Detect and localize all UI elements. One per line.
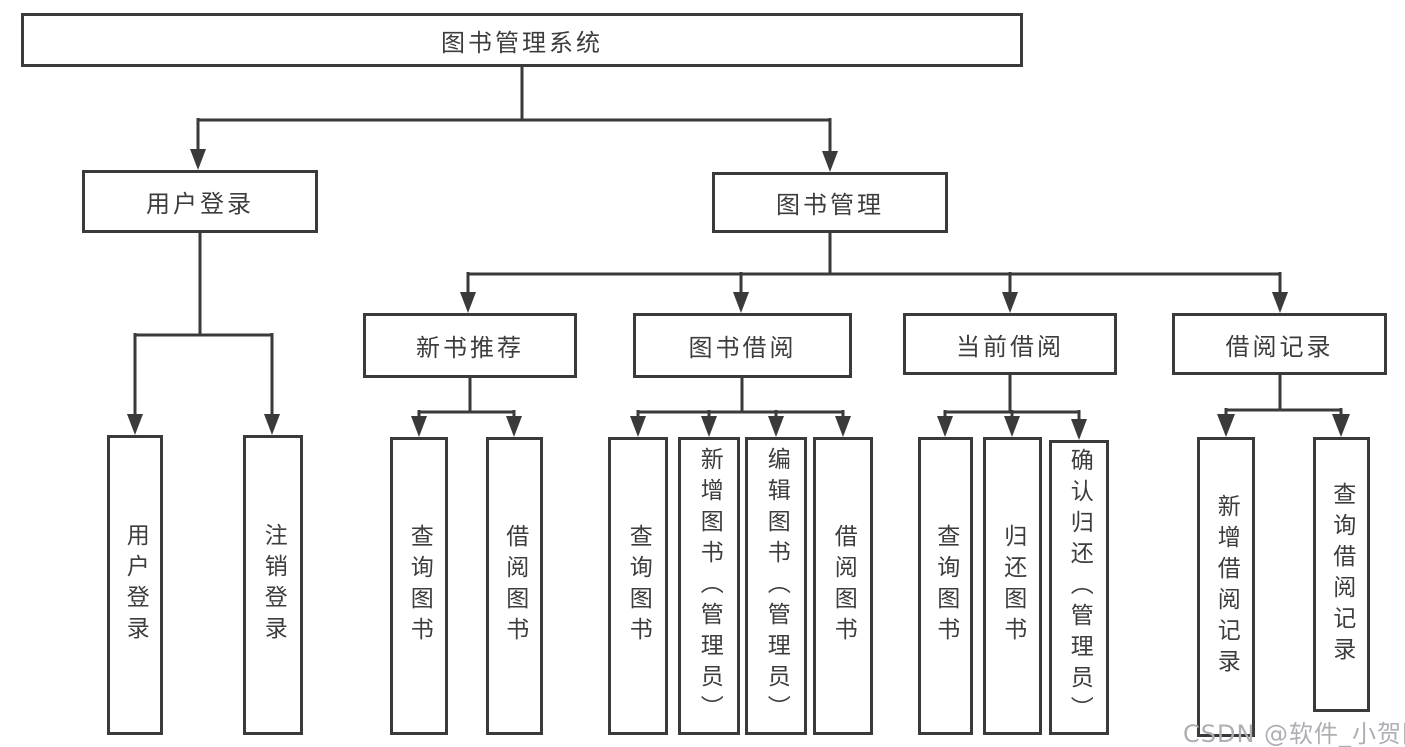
node-root: 图书管理系统 — [21, 13, 1023, 67]
root-connectors — [190, 66, 838, 172]
node-root-label: 图书管理系统 — [441, 28, 603, 57]
leaf-add-books-admin-label: 新增图书（管理员） — [696, 446, 723, 726]
user-login-connectors — [127, 233, 280, 435]
leaf-user-login: 用户登录 — [107, 435, 163, 735]
leaf-borrow-query-books: 查询图书 — [608, 437, 668, 735]
leaf-add-borrow-record: 新增借阅记录 — [1197, 437, 1255, 737]
leaf-borrow-books: 借阅图书 — [813, 437, 873, 735]
node-book-mgmt-label: 图书管理 — [776, 191, 884, 219]
leaf-current-query-books: 查询图书 — [918, 437, 973, 735]
leaf-logout: 注销登录 — [243, 435, 303, 735]
leaf-logout-label: 注销登录 — [260, 523, 287, 647]
leaf-rec-borrow-books-label: 借阅图书 — [501, 524, 528, 648]
book-mgmt-connectors — [460, 233, 1288, 313]
leaf-rec-query-books-label: 查询图书 — [406, 524, 433, 648]
leaf-rec-query-books: 查询图书 — [390, 437, 448, 735]
node-current-borrow-label: 当前借阅 — [956, 332, 1064, 361]
watermark: CSDN @软件_小贺同学 — [1183, 720, 1405, 747]
leaf-borrow-books-label: 借阅图书 — [830, 524, 857, 648]
node-new-book-rec: 新书推荐 — [363, 313, 577, 378]
leaf-edit-books-admin-label: 编辑图书（管理员） — [763, 446, 790, 726]
borrow-records-connectors — [1217, 375, 1350, 437]
leaf-rec-borrow-books: 借阅图书 — [486, 437, 543, 735]
leaf-return-books-label: 归还图书 — [999, 524, 1026, 648]
new-book-rec-connectors — [411, 378, 522, 437]
node-borrow-records: 借阅记录 — [1172, 313, 1387, 375]
node-user-login-label: 用户登录 — [146, 190, 254, 218]
node-user-login: 用户登录 — [82, 170, 318, 233]
leaf-edit-books-admin: 编辑图书（管理员） — [745, 437, 807, 735]
leaf-query-borrow-record-label: 查询借阅记录 — [1328, 481, 1355, 668]
book-borrow-connectors — [630, 378, 851, 437]
leaf-user-login-label: 用户登录 — [122, 523, 149, 647]
node-book-borrow-label: 图书借阅 — [688, 334, 797, 362]
leaf-confirm-return-admin: 确认归还（管理员） — [1049, 440, 1109, 735]
leaf-borrow-query-books-label: 查询图书 — [625, 524, 652, 648]
leaf-confirm-return-admin-label: 确认归还（管理员） — [1066, 448, 1093, 727]
leaf-return-books: 归还图书 — [983, 437, 1042, 735]
node-new-book-rec-label: 新书推荐 — [416, 334, 524, 362]
leaf-add-books-admin: 新增图书（管理员） — [678, 437, 740, 735]
leaf-query-borrow-record: 查询借阅记录 — [1313, 437, 1370, 712]
leaf-current-query-books-label: 查询图书 — [932, 524, 959, 648]
node-book-borrow: 图书借阅 — [633, 313, 852, 378]
node-book-mgmt: 图书管理 — [712, 172, 948, 233]
leaf-add-borrow-record-label: 新增借阅记录 — [1213, 494, 1240, 680]
node-borrow-records-label: 借阅记录 — [1225, 332, 1334, 361]
current-borrow-connectors — [937, 375, 1087, 440]
node-current-borrow: 当前借阅 — [903, 313, 1117, 375]
